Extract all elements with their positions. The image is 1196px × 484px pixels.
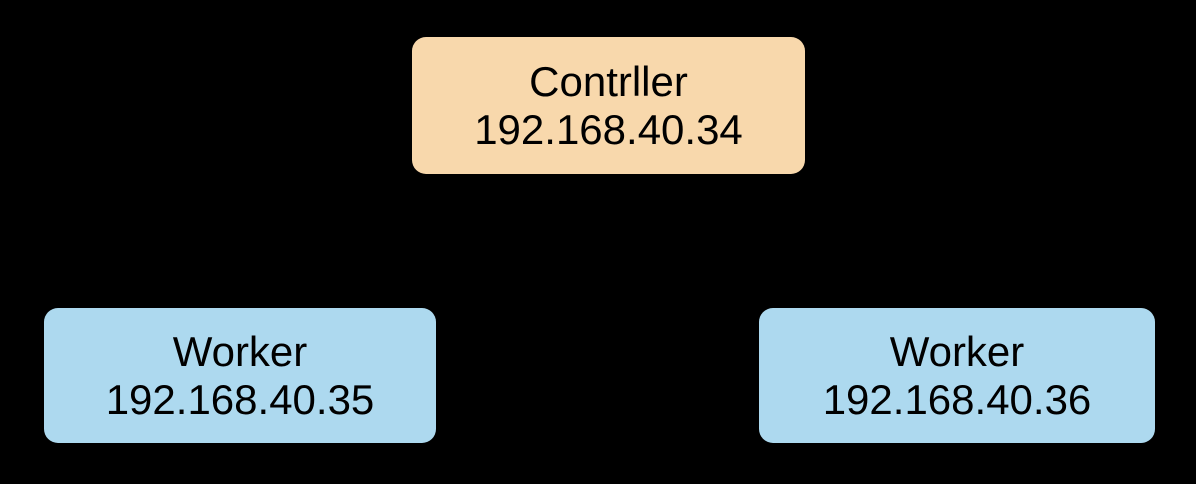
worker-1-role-label: Worker (172, 328, 308, 376)
worker-2-role-label: Worker (889, 328, 1025, 376)
worker-2-ip-address: 192.168.40.36 (822, 375, 1092, 423)
node-worker-1[interactable]: Worker 192.168.40.35 (44, 308, 436, 443)
node-controller[interactable]: Contrller 192.168.40.34 (412, 37, 805, 174)
worker-1-ip-address: 192.168.40.35 (105, 375, 375, 423)
node-worker-2[interactable]: Worker 192.168.40.36 (759, 308, 1155, 443)
connector-controller-to-worker-1 (244, 174, 610, 304)
controller-role-label: Contrller (529, 58, 688, 106)
controller-ip-address: 192.168.40.34 (474, 105, 743, 153)
connector-controller-to-worker-2 (606, 174, 959, 304)
